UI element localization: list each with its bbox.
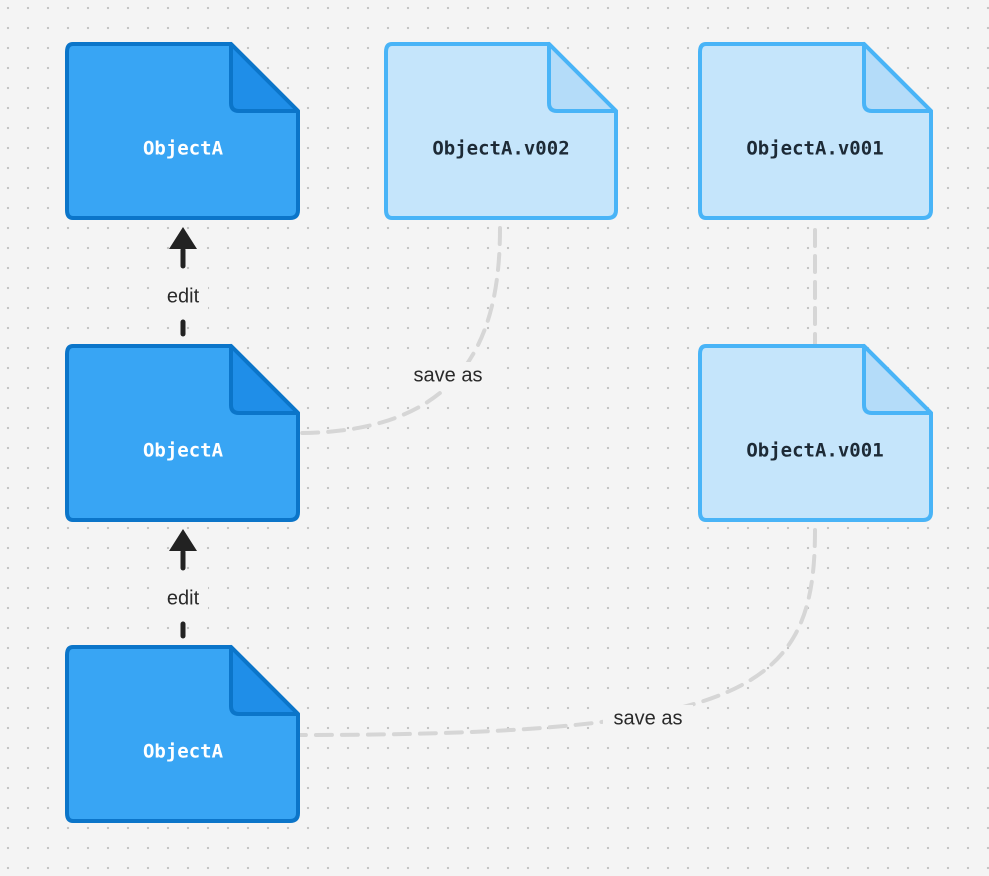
folded-corner-icon [229,645,300,716]
arrow-head-icon [169,227,197,249]
edit-arrow-upper [169,227,197,337]
document-icon [384,42,618,220]
folded-corner-icon [229,344,300,415]
document-objecta-top[interactable]: ObjectA [65,42,300,220]
save-as-label: save as [414,364,483,386]
folded-corner-icon [229,42,300,113]
connector-save-as-lower [298,528,817,737]
document-label: ObjectA.v001 [746,440,883,462]
document-objecta-v001-middle[interactable]: ObjectA.v001 [698,344,933,522]
document-icon [65,42,300,220]
folded-corner-icon [862,344,933,415]
document-label: ObjectA [143,741,224,763]
document-objecta-bottom[interactable]: ObjectA [65,645,300,823]
connector-save-as-upper [298,226,502,435]
edge-label-edit-lower: edit [158,585,208,613]
document-objecta-v002[interactable]: ObjectA.v002 [384,42,618,220]
document-label: ObjectA [143,138,224,160]
document-icon [65,344,300,522]
document-icon [698,344,933,522]
document-objecta-middle[interactable]: ObjectA [65,344,300,522]
folded-corner-icon [547,42,618,113]
edge-label-save-as-lower: save as [603,705,693,733]
document-icon [698,42,933,220]
folded-corner-icon [862,42,933,113]
document-icon [65,645,300,823]
edit-label: edit [167,285,200,307]
save-as-label: save as [614,707,683,729]
document-label: ObjectA.v001 [746,138,883,160]
arrow-head-icon [169,529,197,551]
edge-label-edit-upper: edit [158,283,208,311]
document-label: ObjectA.v002 [432,138,569,160]
edit-label: edit [167,587,200,609]
edge-label-save-as-upper: save as [403,362,493,390]
document-objecta-v001-top[interactable]: ObjectA.v001 [698,42,933,220]
document-label: ObjectA [143,440,224,462]
edit-arrow-lower [169,529,197,639]
